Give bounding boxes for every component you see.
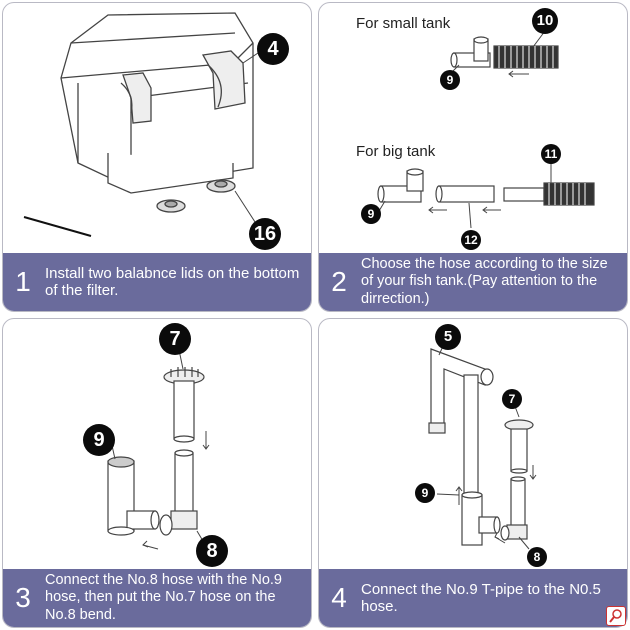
small-tank-label: For small tank	[356, 15, 451, 32]
step-4-panel: 5 7 9 8 4 Connect the No.9 T-pipe to the…	[318, 318, 628, 628]
step-number: 1	[15, 266, 31, 297]
step-instruction: Install two balabnce lids on the bottom …	[45, 265, 300, 299]
callout-9: 9	[83, 424, 115, 456]
filter-box-illustration	[23, 12, 262, 237]
step-3-caption: 3 Connect the No.8 hose with the No.9 ho…	[3, 569, 311, 627]
callout-10: 10	[532, 8, 558, 34]
step-2-caption: 2 Choose the hose according to the size …	[319, 253, 627, 311]
callout-9-small: 9	[440, 70, 460, 90]
step-2-panel: For small tank For big tank	[318, 2, 628, 312]
hose-selection-illustration	[377, 30, 595, 229]
step-3-panel: 7 9 8 3 Connect the No.8 hose with the N…	[2, 318, 312, 628]
divider-line	[23, 216, 92, 237]
hose-connection-illustration	[107, 344, 210, 550]
callout-4: 4	[257, 33, 289, 65]
step-instruction: Connect the No.9 T-pipe to the N0.5 hose…	[361, 581, 601, 615]
big-tank-label: For big tank	[356, 143, 436, 160]
step-number: 2	[331, 266, 347, 297]
step-instruction: Connect the No.8 hose with the No.9 hose…	[45, 571, 282, 623]
step-instruction: Choose the hose according to the size of…	[361, 255, 608, 307]
callout-11: 11	[541, 144, 561, 164]
step-1-panel: 4 16 1 Install two balabnce lids on the …	[2, 2, 312, 312]
step-number: 4	[331, 582, 347, 613]
magnifier-icon[interactable]	[606, 606, 626, 626]
callout-5: 5	[435, 324, 461, 350]
callout-16: 16	[249, 218, 281, 250]
callout-7: 7	[159, 323, 191, 355]
step-number: 3	[15, 582, 31, 613]
step-4-caption: 4 Connect the No.9 T-pipe to the N0.5 ho…	[319, 569, 627, 627]
callout-9-big: 9	[361, 204, 381, 224]
tpipe-connection-illustration	[428, 343, 537, 550]
callout-7: 7	[502, 389, 522, 409]
callout-9: 9	[415, 483, 435, 503]
callout-8: 8	[527, 547, 547, 567]
step-1-caption: 1 Install two balabnce lids on the botto…	[3, 253, 311, 311]
callout-8: 8	[196, 535, 228, 567]
callout-12: 12	[461, 230, 481, 250]
